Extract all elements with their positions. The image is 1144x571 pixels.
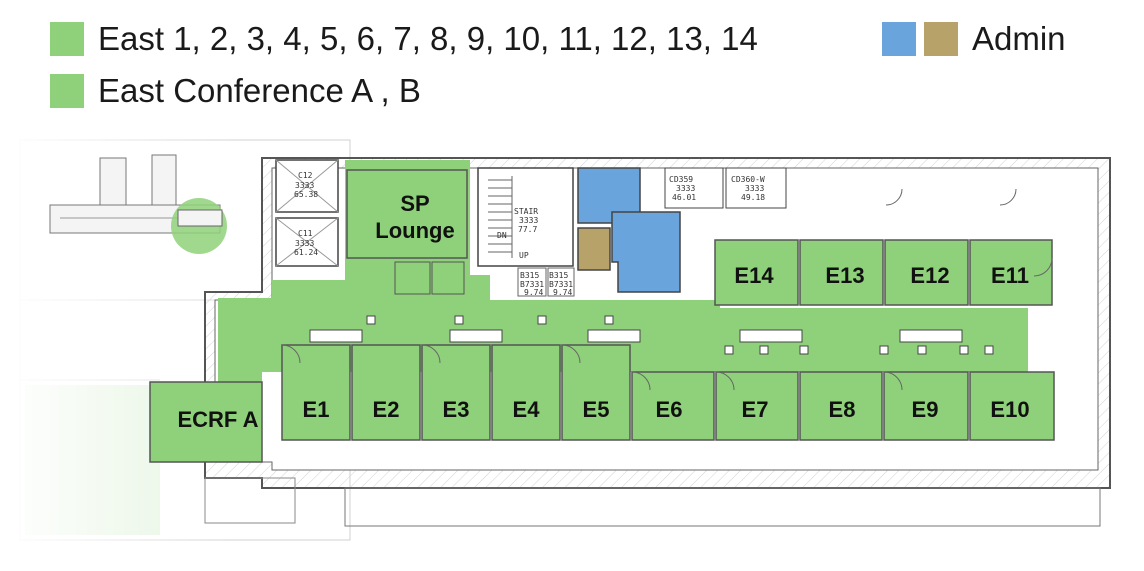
room-e2: [351, 344, 421, 441]
bottom-row-rooms: [281, 344, 1055, 441]
stair-up-label: UP: [519, 251, 529, 260]
room-e9: [883, 371, 969, 441]
sp-lounge-label-line2: Lounge: [375, 218, 454, 243]
stair-down-label: DN: [497, 231, 507, 240]
room-e10-label: E10: [990, 397, 1029, 422]
c11-area: 61.24: [294, 248, 318, 257]
room-e8: [799, 371, 883, 441]
stair-area: 77.7: [518, 225, 537, 234]
legend-east-rooms-label: East 1, 2, 3, 4, 5, 6, 7, 8, 9, 10, 11, …: [98, 20, 758, 57]
corridor-furniture: [309, 315, 994, 355]
room-b315-b-number: B7331: [549, 280, 573, 289]
room-b315-b-area: 9.74: [553, 288, 572, 297]
room-e13-label: E13: [825, 263, 864, 288]
cd360-area: 49.18: [741, 193, 765, 202]
room-b315-a-label: B315: [520, 271, 539, 280]
room-e10: [969, 371, 1055, 441]
sp-lounge: SP Lounge: [346, 169, 468, 295]
green-swatch: [50, 22, 84, 56]
stair-label: STAIR: [514, 207, 538, 216]
room-ecrf-a: [149, 381, 263, 463]
room-e1: [281, 344, 351, 441]
mini-key-map: [49, 154, 227, 254]
room-e14-label: E14: [734, 263, 774, 288]
legend-east-rooms: East 1, 2, 3, 4, 5, 6, 7, 8, 9, 10, 11, …: [50, 20, 758, 58]
room-e7: [715, 371, 799, 441]
room-e12-label: E12: [910, 263, 949, 288]
room-e9-label: E9: [912, 397, 939, 422]
top-row-rooms: [714, 239, 1053, 306]
c11-number: 3333: [295, 239, 314, 248]
room-e5: [561, 344, 631, 441]
legend-admin-label: Admin: [972, 20, 1066, 57]
room-e7-label: E7: [742, 397, 769, 422]
cd360-number: 3333: [745, 184, 764, 193]
room-e6-label: E6: [656, 397, 683, 422]
room-e5-label: E5: [583, 397, 610, 422]
room-e11-label: E11: [991, 263, 1029, 288]
stair-number: 3333: [519, 216, 538, 225]
legend-east-conference: East Conference A , B: [50, 72, 421, 110]
admin-room-blue-2: [611, 211, 681, 293]
door-arcs: [281, 188, 1053, 391]
room-e3-label: E3: [443, 397, 470, 422]
cd360-label: CD360-W: [731, 175, 765, 184]
cd359-number: 3333: [676, 184, 695, 193]
admin-rooms: [577, 167, 681, 293]
room-e12: [884, 239, 969, 306]
cd359-area: 46.01: [672, 193, 696, 202]
c11-label: C11: [298, 229, 313, 238]
room-e13: [799, 239, 884, 306]
room-e4-label: E4: [513, 397, 541, 422]
room-ecrf-a-label: ECRF A: [177, 407, 258, 432]
room-e2-label: E2: [373, 397, 400, 422]
room-e6: [631, 371, 715, 441]
stair: STAIR 3333 77.7 DN UP B315 B7331 9.74 B3…: [477, 167, 575, 297]
green-swatch: [50, 74, 84, 108]
room-e14: [714, 239, 799, 306]
room-b315-a-number: B7331: [520, 280, 544, 289]
sp-lounge-label-line1: SP: [400, 191, 429, 216]
c12-number: 3333: [295, 181, 314, 190]
room-e4: [491, 344, 561, 441]
blue-swatch: [882, 22, 916, 56]
room-b315-a-area: 9.74: [524, 288, 543, 297]
c12-label: C12: [298, 171, 313, 180]
room-b315-b-label: B315: [549, 271, 568, 280]
admin-room-tan: [577, 227, 611, 271]
elevator-c11: C11 3333 61.24: [275, 217, 339, 267]
room-e1-label: E1: [303, 397, 330, 422]
room-e3: [421, 344, 491, 441]
restrooms: CD359 3333 46.01 CD360-W 3333 49.18: [664, 167, 787, 209]
elevator-c12: C12 3333 65.38: [275, 159, 339, 213]
c12-area: 65.38: [294, 190, 318, 199]
legend-east-conference-label: East Conference A , B: [98, 72, 421, 109]
tan-swatch: [924, 22, 958, 56]
legend-admin: Admin: [882, 20, 1066, 58]
room-e11: [969, 239, 1053, 306]
room-e8-label: E8: [829, 397, 856, 422]
cd359-label: CD359: [669, 175, 693, 184]
